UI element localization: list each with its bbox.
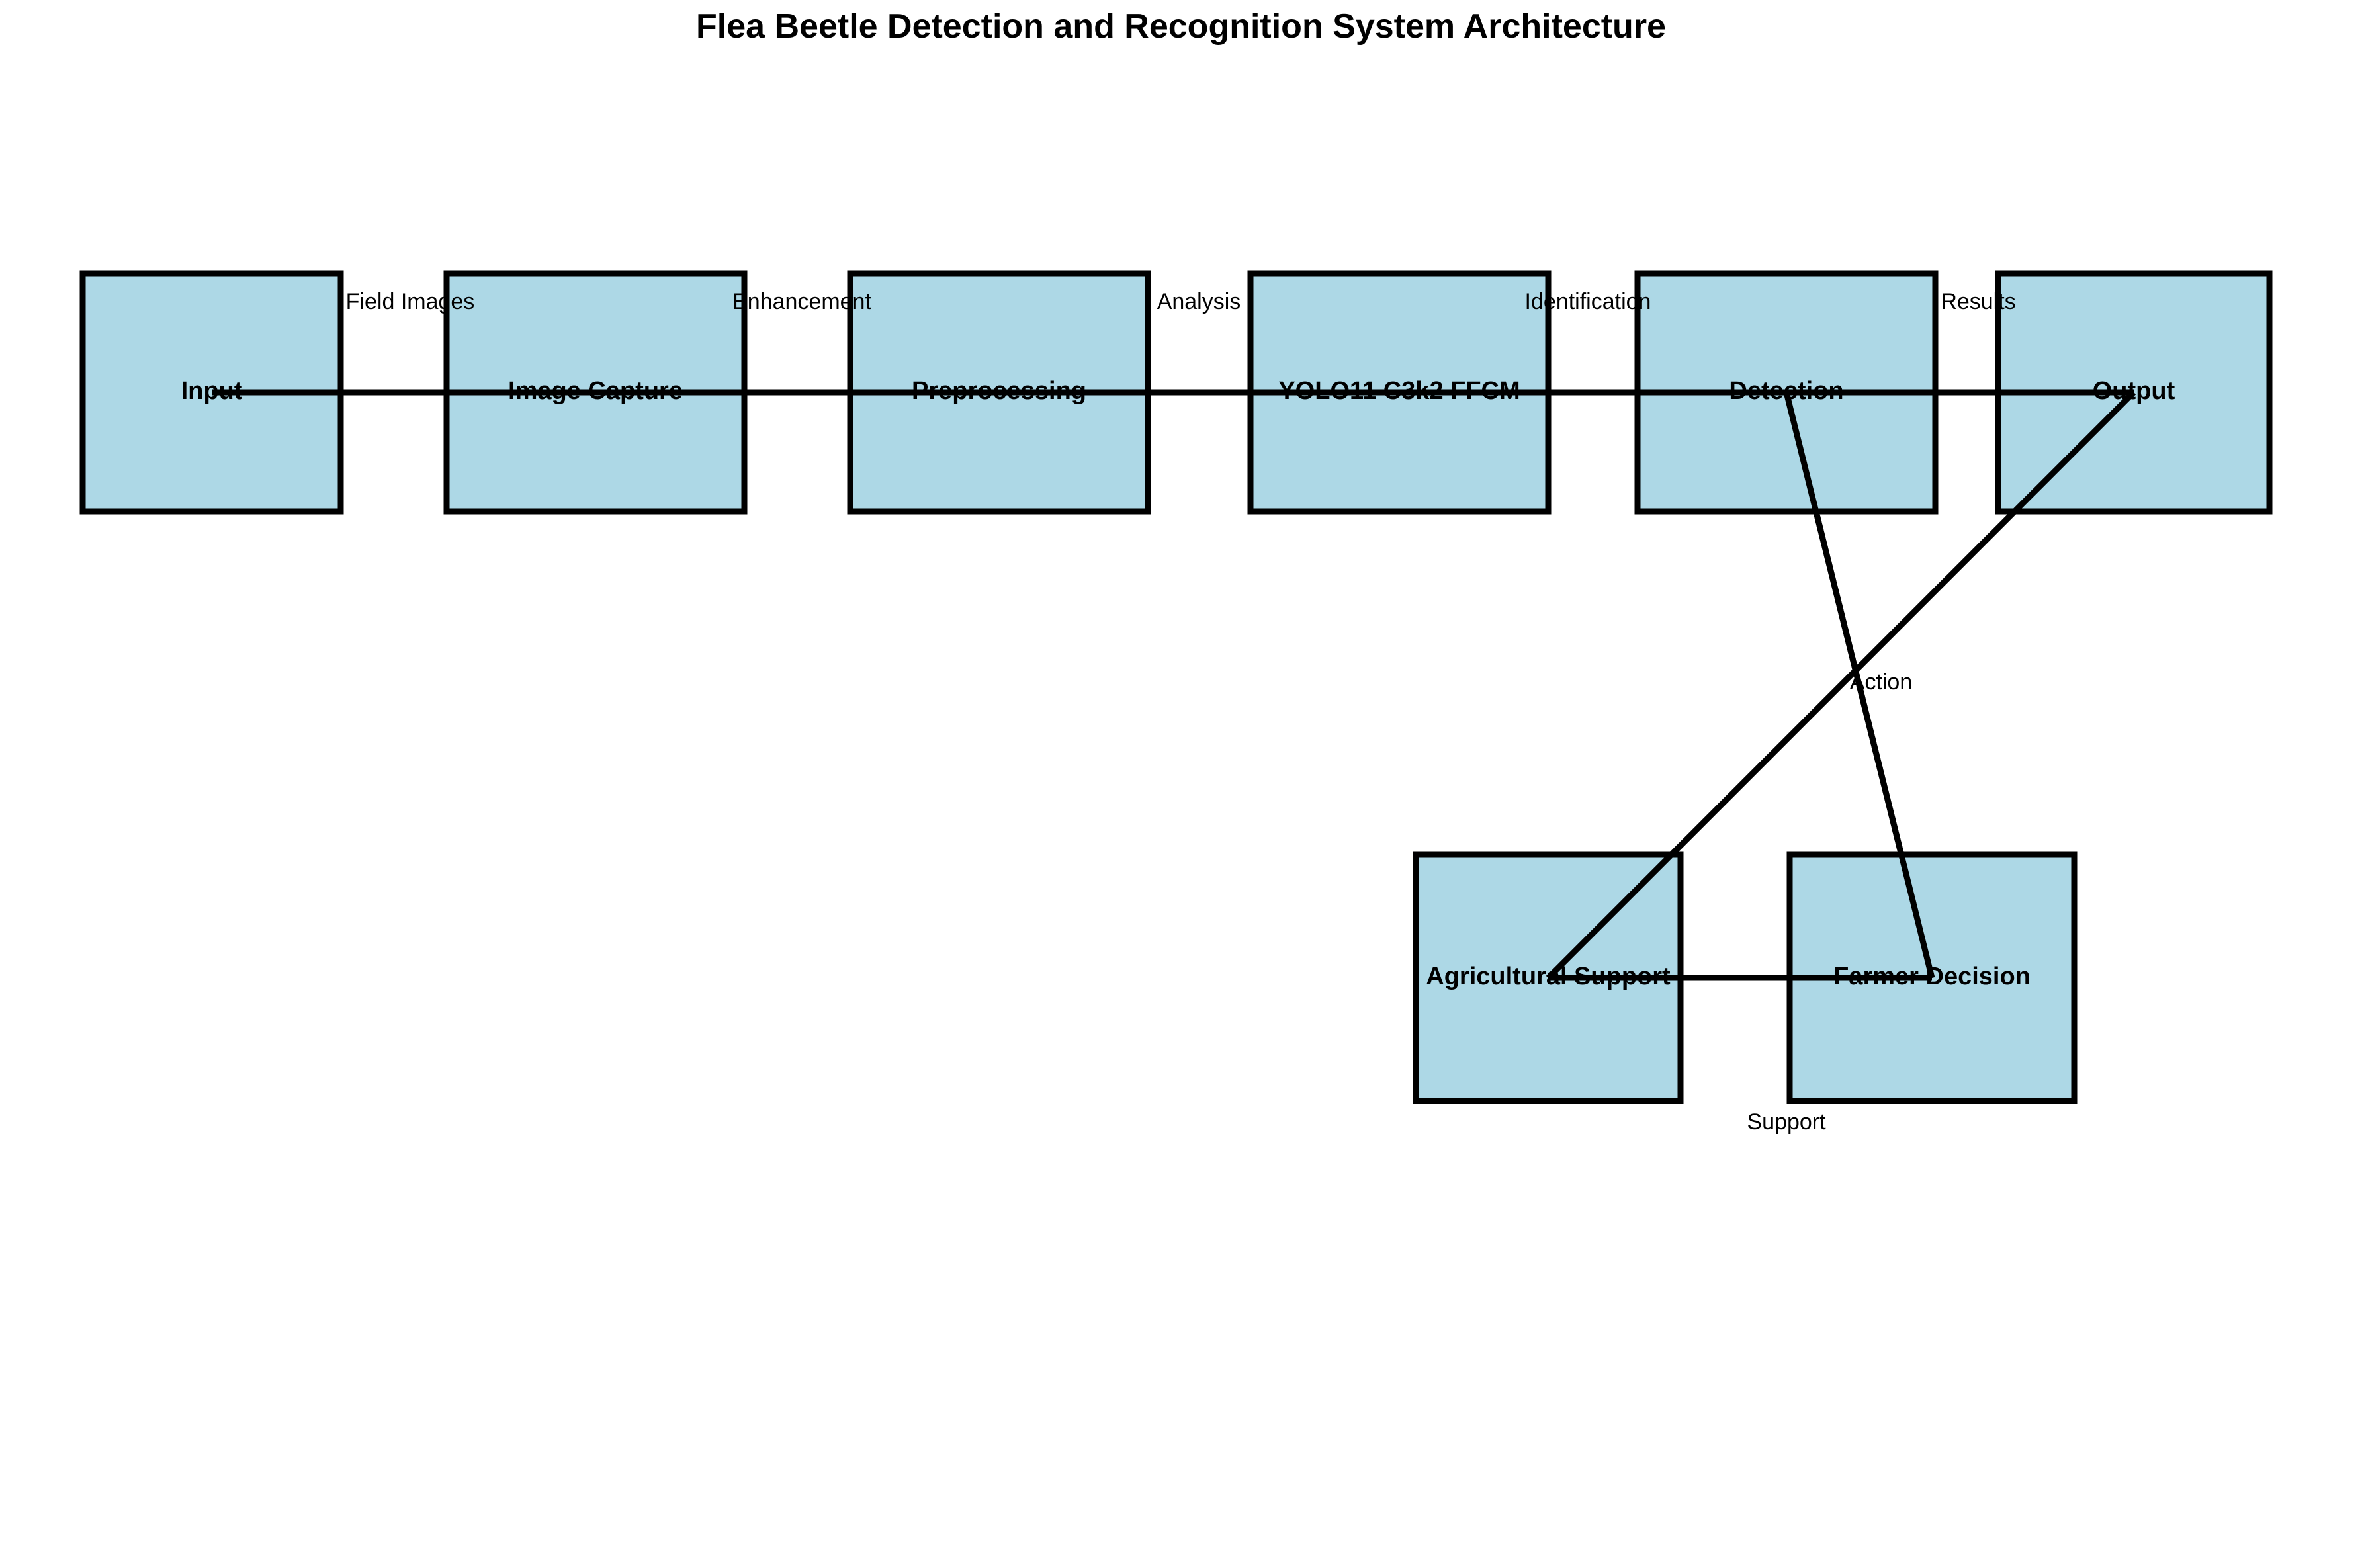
edge-label-layer: Field Images Enhancement Analysis Identi… (346, 289, 2016, 1135)
node-label-detection: Detection (1729, 377, 1843, 405)
edge-label-enhancement: Enhancement (732, 289, 871, 314)
edge-label-action: Action (1850, 670, 1913, 695)
edge-label-analysis: Analysis (1157, 289, 1241, 314)
node-label-layer: Input Image Capture Preprocessing YOLO11… (181, 377, 2175, 990)
edge-label-identification: Identification (1525, 289, 1651, 314)
node-label-yolo: YOLO11 C3k2 FFCM (1278, 377, 1520, 405)
node-label-output: Output (2093, 377, 2175, 405)
edge-overlay-layer (212, 389, 2136, 981)
page-title: Flea Beetle Detection and Recognition Sy… (696, 7, 1666, 46)
node-label-input: Input (181, 377, 243, 405)
edge-overlay-agricultural-support-to-output (1546, 390, 2136, 980)
edge-label-field-images: Field Images (346, 289, 475, 314)
node-label-image-capture: Image Capture (508, 377, 683, 405)
edge-label-results: Results (1941, 289, 2015, 314)
node-label-preprocessing: Preprocessing (912, 377, 1086, 405)
node-label-agricultural-support: Agricultural Support (1426, 963, 1671, 990)
edge-label-support: Support (1747, 1110, 1826, 1135)
node-label-farmer-decision: Farmer Decision (1833, 963, 2031, 990)
edge-overlay-detection-to-farmer-decision (1783, 391, 1935, 979)
